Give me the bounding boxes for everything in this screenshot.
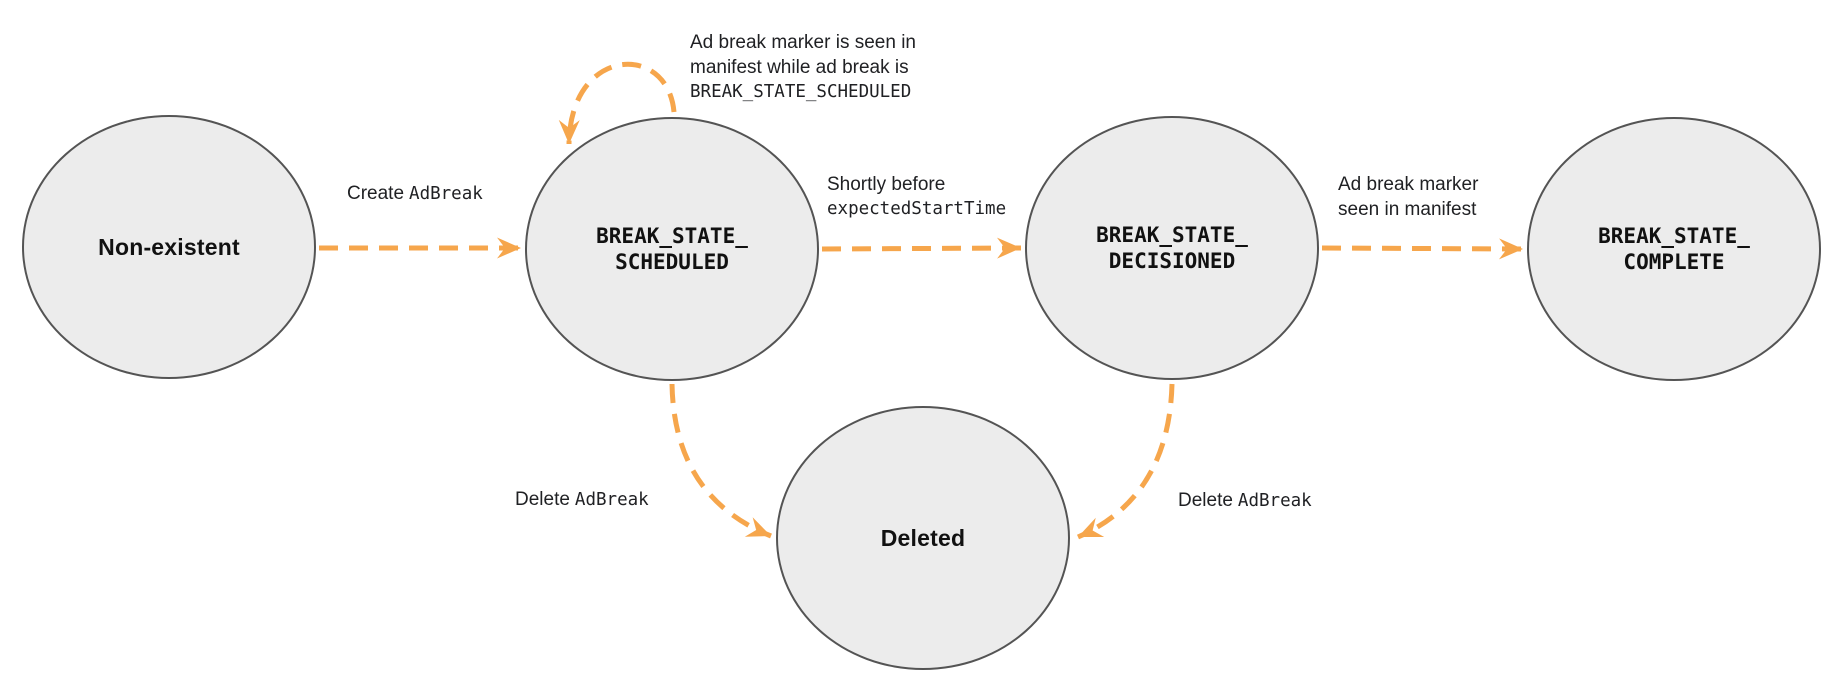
edge-label-line2: manifest while ad break is	[690, 57, 909, 78]
edge-label-line2: seen in manifest	[1338, 199, 1477, 220]
edge-label-line1: Ad break marker	[1338, 174, 1479, 195]
edge-label-text: Delete	[1178, 490, 1233, 511]
state-deleted-label: Deleted	[880, 525, 966, 551]
edge-label-code: AdBreak	[1237, 491, 1312, 511]
state-label-line1: BREAK_STATE_	[1598, 224, 1750, 248]
edge-label-line1: Ad break marker is seen in	[690, 32, 916, 53]
edge-label-line2-code: expectedStartTime	[827, 199, 1007, 219]
edge-label-shortly-before: Shortly before expectedStartTime	[827, 172, 1006, 222]
edge-label-text: Create	[347, 183, 405, 204]
state-label-line1: BREAK_STATE_	[596, 224, 748, 248]
edge-label-line3-code: BREAK_STATE_SCHEDULED	[690, 82, 912, 102]
edge-decisioned-to-complete-arrow	[1321, 238, 1524, 260]
state-break-state-complete: BREAK_STATE_ COMPLETE	[1527, 117, 1821, 381]
edge-decisioned-to-deleted-arrow	[1076, 383, 1175, 540]
state-non-existent: Non-existent	[22, 115, 316, 379]
edge-label-marker-seen: Ad break marker seen in manifest	[1338, 172, 1478, 222]
edge-label-self-loop: Ad break marker is seen in manifest whil…	[690, 30, 916, 105]
state-label-line2: DECISIONED	[1108, 249, 1236, 273]
state-label-line2: SCHEDULED	[615, 250, 729, 274]
state-break-state-scheduled-label: BREAK_STATE_ SCHEDULED	[596, 223, 748, 275]
state-break-state-scheduled: BREAK_STATE_ SCHEDULED	[525, 117, 819, 381]
state-deleted: Deleted	[776, 406, 1070, 670]
edge-scheduled-to-deleted-arrow	[669, 383, 772, 539]
state-break-state-decisioned-label: BREAK_STATE_ DECISIONED	[1096, 222, 1248, 274]
state-break-state-complete-label: BREAK_STATE_ COMPLETE	[1598, 223, 1750, 275]
edge-label-code: AdBreak	[574, 490, 649, 510]
edge-label-line1: Shortly before	[827, 174, 946, 195]
edge-label-code: AdBreak	[409, 184, 483, 204]
state-break-state-decisioned: BREAK_STATE_ DECISIONED	[1025, 116, 1319, 380]
state-non-existent-label: Non-existent	[98, 234, 240, 260]
edge-scheduled-to-decisioned-arrow	[821, 237, 1022, 259]
edge-label-text: Delete	[515, 489, 570, 510]
state-label-line2: COMPLETE	[1623, 250, 1725, 274]
state-label-line1: BREAK_STATE_	[1096, 223, 1248, 247]
